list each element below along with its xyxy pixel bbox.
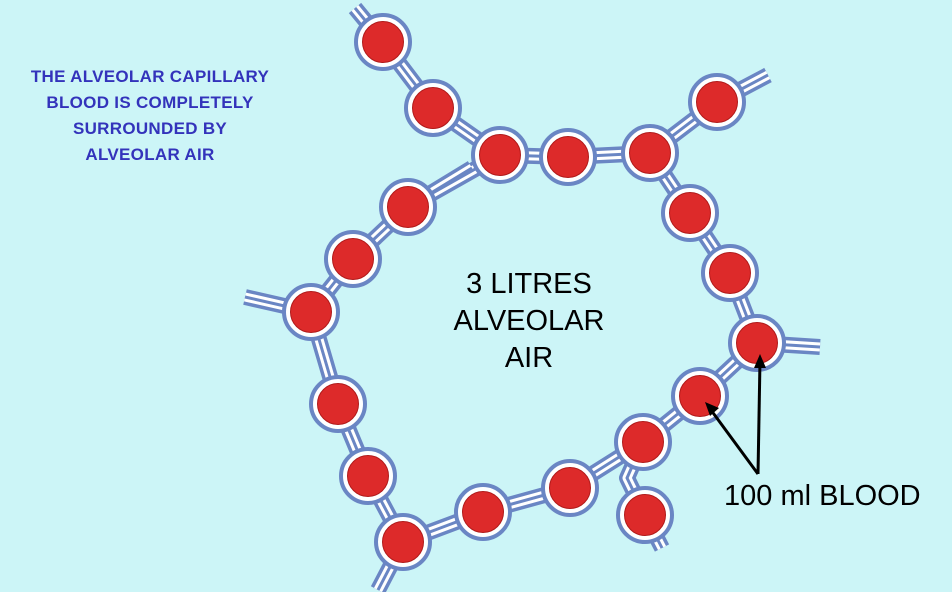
- red-blood-cell: [671, 367, 729, 425]
- caption-line-2: BLOOD IS COMPLETELY: [46, 93, 254, 112]
- caption-line-1: THE ALVEOLAR CAPILLARY: [30, 67, 270, 86]
- red-blood-cell-disc: [696, 81, 738, 123]
- red-blood-cell-disc: [624, 494, 666, 536]
- red-blood-cell-disc: [736, 322, 778, 364]
- blood-volume-label: 100 ml BLOOD: [724, 480, 921, 512]
- red-blood-cell: [616, 486, 674, 544]
- red-blood-cell: [404, 79, 462, 137]
- red-blood-cell-disc: [622, 421, 664, 463]
- red-blood-cell: [541, 459, 599, 517]
- red-blood-cell: [339, 447, 397, 505]
- red-blood-cell-disc: [290, 291, 332, 333]
- red-blood-cell: [621, 124, 679, 182]
- red-blood-cell: [454, 483, 512, 541]
- red-blood-cell-disc: [317, 383, 359, 425]
- red-blood-cell: [728, 314, 786, 372]
- red-blood-cell-disc: [709, 252, 751, 294]
- alveolar-air-label: 3 LITRES ALVEOLAR AIR: [420, 266, 638, 377]
- red-blood-cell-disc: [382, 521, 424, 563]
- red-blood-cell-disc: [547, 136, 589, 178]
- red-blood-cell: [701, 244, 759, 302]
- blood-pointer-arrows: [705, 354, 766, 475]
- pointer-arrow-left: [706, 405, 760, 475]
- red-blood-cell: [282, 283, 340, 341]
- air-volume-line-2: ALVEOLAR: [453, 305, 605, 337]
- red-blood-cell: [374, 513, 432, 571]
- air-volume-line-1: 3 LITRES: [466, 268, 592, 300]
- red-blood-cell: [661, 184, 719, 242]
- red-blood-cell-disc: [387, 186, 429, 228]
- red-blood-cells: [282, 13, 786, 571]
- red-blood-cell: [614, 413, 672, 471]
- red-blood-cell-disc: [629, 132, 671, 174]
- pointer-arrow-right: [756, 359, 762, 475]
- red-blood-cell: [309, 375, 367, 433]
- red-blood-cell: [324, 230, 382, 288]
- red-blood-cell-disc: [462, 491, 504, 533]
- alveolar-caption: THE ALVEOLAR CAPILLARY BLOOD IS COMPLETE…: [0, 64, 300, 168]
- pointer-arrowhead-left: [705, 402, 719, 416]
- red-blood-cell: [471, 126, 529, 184]
- red-blood-cell-disc: [347, 455, 389, 497]
- red-blood-cell-disc: [332, 238, 374, 280]
- red-blood-cell-disc: [479, 134, 521, 176]
- red-blood-cell-disc: [362, 21, 404, 63]
- red-blood-cell: [539, 128, 597, 186]
- red-blood-cell-disc: [669, 192, 711, 234]
- red-blood-cell: [379, 178, 437, 236]
- red-blood-cell: [354, 13, 412, 71]
- red-blood-cell-disc: [549, 467, 591, 509]
- red-blood-cell-disc: [412, 87, 454, 129]
- caption-line-3: SURROUNDED BY: [72, 119, 228, 138]
- caption-line-4: ALVEOLAR AIR: [85, 145, 215, 164]
- red-blood-cell: [688, 73, 746, 131]
- pointer-arrowhead-right: [754, 354, 766, 368]
- air-volume-line-3: AIR: [504, 342, 554, 374]
